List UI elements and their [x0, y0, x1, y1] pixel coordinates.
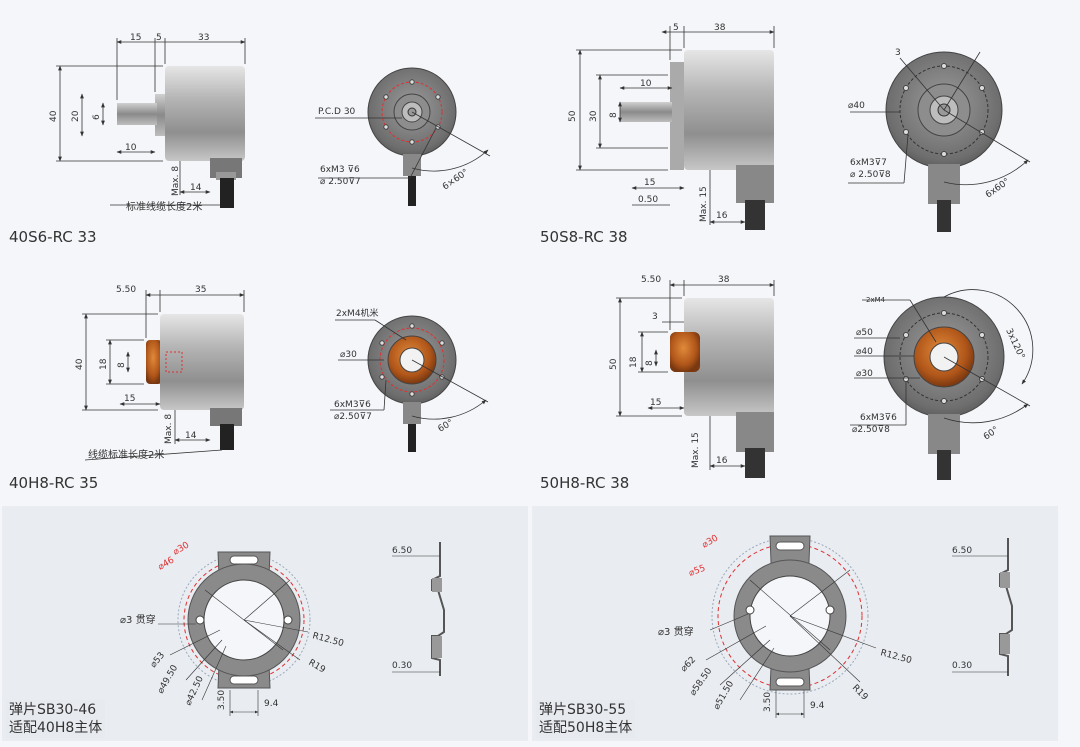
dim-650: 6.50	[392, 546, 412, 556]
dim-max15: Max. 15	[691, 432, 701, 468]
m4-label: 2xM4	[866, 296, 886, 304]
dim-15: 15	[130, 33, 141, 43]
dim-dia40: 40	[75, 358, 85, 370]
holes-label-1: 6xM3⊽6	[860, 413, 897, 423]
dim-10: 10	[640, 79, 652, 89]
dim-5: 5	[156, 33, 162, 43]
dim-dia40: 40	[49, 110, 59, 122]
dim-33: 33	[198, 33, 209, 43]
model-label-40S6: 40S6-RC 33	[9, 228, 97, 246]
side-view-40S6: 15 5 33 40 20 6 10 Max. 8 14 标准线缆长度2米	[49, 33, 246, 213]
angle-label: 6x60°	[984, 177, 1012, 201]
front-view-40H8: 2xM4机米 ⌀30 6xM3⊽6 ⌀2.50⊽7 60°	[330, 307, 489, 452]
dim-dia30: ⌀30	[856, 369, 873, 379]
model-label-50H8: 50H8-RC 38	[540, 474, 629, 492]
dim-14: 14	[185, 431, 197, 441]
angle-label: 60°	[437, 418, 456, 435]
dim-dia50: 50	[568, 110, 578, 122]
cable-note: 线缆标准长度2米	[88, 448, 164, 461]
dim-dia30: ⌀30	[340, 350, 357, 360]
spring-plate-1: ⌀30 ⌀46 ⌀3 贯穿 ⌀53 ⌀49.50 ⌀42.50 R12.50 R…	[120, 540, 445, 716]
hole-label: ⌀3 贯穿	[120, 613, 156, 626]
spring-label-1-line1: 弹片SB30-46	[9, 702, 97, 718]
dim-dia8: 8	[117, 362, 127, 368]
dim-dia50: 50	[609, 358, 619, 370]
dim-550: 5.50	[116, 285, 136, 295]
front-view-50H8: 2xM4 ⌀50 ⌀40 ⌀30 6xM3⊽6 ⌀2.50⊽8 60° 3x12…	[850, 289, 1034, 480]
dim-15: 15	[124, 394, 135, 404]
dim-dia8: 8	[645, 360, 655, 366]
holes-label-2: ⌀2.50⊽7	[334, 412, 372, 422]
dim-550: 5.50	[641, 275, 661, 285]
dim-dia20: 20	[71, 110, 81, 122]
hole-label: ⌀3 贯穿	[658, 625, 694, 638]
dim-dia30: 30	[589, 110, 599, 122]
dim-16: 16	[716, 211, 728, 221]
angle3-label: 3x120°	[1003, 327, 1026, 361]
dim-650: 6.50	[952, 546, 972, 556]
side-view-50H8: 5.50 38 50 18 8 3 15 Max. 15 16	[609, 275, 775, 478]
dim-350: 3.50	[217, 690, 227, 710]
model-label-50S8: 50S8-RC 38	[540, 228, 628, 246]
cable-note: 标准线缆长度2米	[126, 200, 202, 213]
holes-label-2: ⌀ 2.50⊽7	[320, 177, 361, 187]
dim-5: 5	[673, 23, 679, 33]
dim-94: 9.4	[264, 699, 279, 709]
dim-dia18: 18	[99, 358, 109, 370]
holes-label-1: 6xM3 ⊽6	[320, 165, 360, 175]
dim-94: 9.4	[810, 701, 825, 711]
dim-35: 35	[195, 285, 206, 295]
holes-label-2: ⌀2.50⊽8	[852, 425, 890, 435]
dim-38: 38	[718, 275, 730, 285]
dim-10: 10	[125, 143, 137, 153]
spring-label-2-line2: 适配50H8主体	[539, 720, 633, 736]
holes-label-1: 6xM3⊽6	[334, 400, 371, 410]
m4-label: 2xM4机米	[336, 307, 379, 319]
dim-030: 0.30	[392, 661, 412, 671]
dim-dia8: 8	[609, 112, 619, 118]
spring-label-1: 弹片SB30-46 适配40H8主体	[6, 700, 106, 738]
dim-3: 3	[652, 312, 658, 322]
front-view-40S6: P.C.D 30 6xM3 ⊽6 ⌀ 2.50⊽7 6×60°	[315, 67, 491, 206]
pcd-label: P.C.D 30	[318, 107, 356, 117]
dim-030: 0.30	[952, 661, 972, 671]
holes-label-2: ⌀ 2.50⊽8	[850, 170, 891, 180]
dim-max15: Max. 15	[699, 186, 709, 222]
dim-dia18: 18	[629, 356, 639, 368]
angle-label: 6×60°	[441, 167, 471, 192]
dim-3: 3	[895, 48, 901, 58]
dim-dia50: ⌀50	[856, 328, 873, 338]
model-label-40H8: 40H8-RC 35	[9, 474, 98, 492]
dim-350: 3.50	[763, 692, 773, 712]
angle-label: 60°	[982, 425, 1001, 442]
dim-dia40: ⌀40	[856, 347, 873, 357]
dim-max8: Max. 8	[164, 414, 174, 444]
dim-16: 16	[716, 456, 728, 466]
dim-max8: Max. 8	[171, 166, 181, 196]
side-view-40H8: 5.50 35 40 18 8 15 Max. 8 14 线缆标准长度2米	[75, 285, 245, 461]
spring-label-2: 弹片SB30-55 适配50H8主体	[536, 700, 636, 738]
dim-dia40-front: ⌀40	[848, 101, 865, 111]
dim-050: 0.50	[638, 195, 658, 205]
dim-38: 38	[714, 23, 726, 33]
dim-dia6: 6	[92, 114, 102, 120]
dim-14: 14	[190, 183, 202, 193]
dim-15: 15	[650, 398, 661, 408]
front-view-50S8: 3 ⌀40 6xM3⊽7 ⌀ 2.50⊽8 6x60°	[848, 48, 1031, 232]
spring-label-2-line1: 弹片SB30-55	[539, 702, 627, 718]
side-view-50S8: 5 38 50 30 8 10 15 0.50 Max. 15 16	[568, 23, 775, 230]
spring-label-1-line2: 适配40H8主体	[9, 720, 103, 736]
holes-label-1: 6xM3⊽7	[850, 158, 887, 168]
dim-15: 15	[644, 178, 655, 188]
